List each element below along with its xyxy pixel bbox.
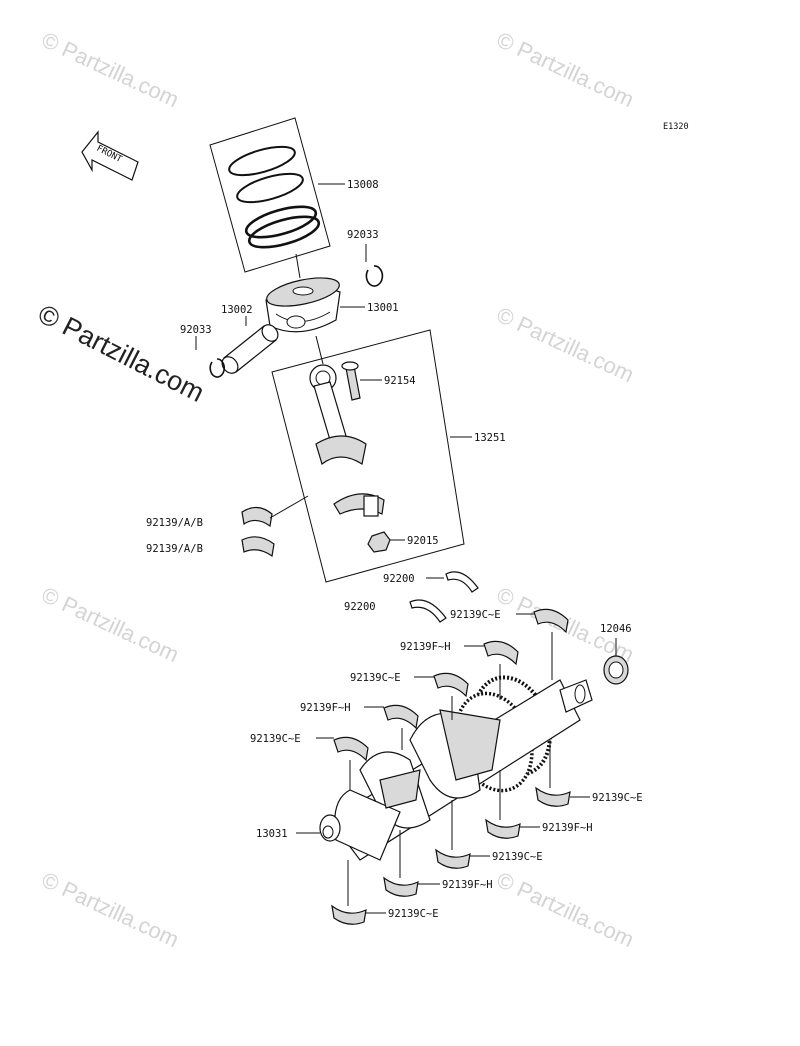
label-92200-1: 92200 xyxy=(383,573,415,585)
watermark-main: © Partzilla.com xyxy=(33,299,209,408)
label-92139ce-2: 92139C~E xyxy=(350,672,401,684)
diagram-code: E1320 xyxy=(663,122,689,132)
connecting-rod xyxy=(309,364,367,466)
watermark: © Partzilla.com xyxy=(38,867,183,952)
rod-bolt xyxy=(341,361,361,401)
label-92139ab-2: 92139/A/B xyxy=(146,543,203,555)
label-92139ce-r2: 92139C~E xyxy=(492,851,543,863)
thrust-washer xyxy=(409,599,447,623)
thrust-washer xyxy=(445,571,479,593)
label-13002: 13002 xyxy=(221,304,253,316)
label-13001: 13001 xyxy=(367,302,399,314)
label-92200-2: 92200 xyxy=(344,601,376,613)
needle-bearing xyxy=(603,655,629,685)
piston xyxy=(265,277,341,333)
circlip-icon xyxy=(209,358,226,378)
watermark: © Partzilla.com xyxy=(38,27,183,112)
label-92139fh-r1: 92139F~H xyxy=(542,822,593,834)
label-92139ce-3: 92139C~E xyxy=(250,733,301,745)
label-13251: 13251 xyxy=(474,432,506,444)
crankshaft xyxy=(319,675,593,861)
watermark: © Partzilla.com xyxy=(493,302,638,387)
conrod-frame xyxy=(271,329,465,583)
wrist-pin xyxy=(221,324,279,374)
label-92139ce-r1: 92139C~E xyxy=(592,792,643,804)
label-13008: 13008 xyxy=(347,179,379,191)
conrod-bearing-upper xyxy=(241,506,273,528)
label-12046: 12046 xyxy=(600,623,632,635)
front-arrow-icon: FRONT xyxy=(81,130,139,181)
label-92139ce-r3: 92139C~E xyxy=(388,908,439,920)
conrod-bearing-lower xyxy=(241,536,275,558)
label-92139fh-1: 92139F~H xyxy=(400,641,451,653)
label-92139ab-1: 92139/A/B xyxy=(146,517,203,529)
circlip-icon xyxy=(365,265,384,287)
label-92139fh-r2: 92139F~H xyxy=(442,879,493,891)
label-92015: 92015 xyxy=(407,535,439,547)
leader-lines xyxy=(316,613,590,914)
label-92154: 92154 xyxy=(384,375,416,387)
label-13031: 13031 xyxy=(256,828,288,840)
label-92033-left: 92033 xyxy=(180,324,212,336)
part-labels: 13008 92033 13001 13002 92033 92154 1325… xyxy=(146,179,643,920)
rod-nut xyxy=(367,531,391,553)
main-bearing-shells xyxy=(331,608,571,925)
watermark: © Partzilla.com xyxy=(38,582,183,667)
label-92139fh-2: 92139F~H xyxy=(300,702,351,714)
label-92033-top: 92033 xyxy=(347,229,379,241)
piston-ring-set xyxy=(228,145,321,249)
watermark: © Partzilla.com xyxy=(493,867,638,952)
rod-cap xyxy=(333,493,385,517)
label-92139ce-top: 92139C~E xyxy=(450,609,501,621)
watermark: © Partzilla.com xyxy=(493,27,638,112)
ring-set-frame xyxy=(209,117,331,273)
